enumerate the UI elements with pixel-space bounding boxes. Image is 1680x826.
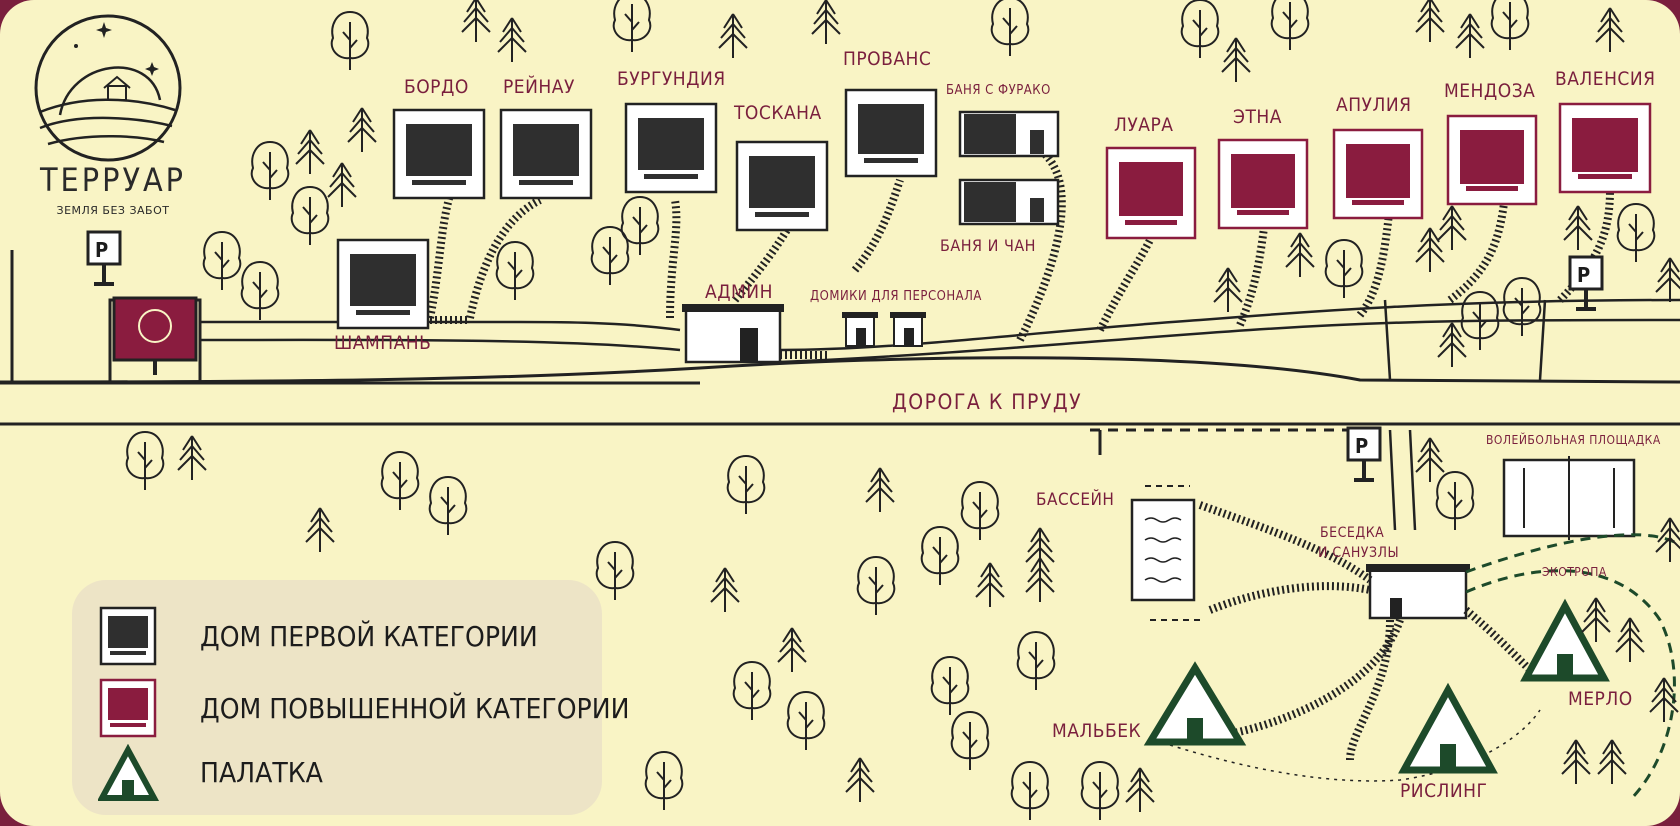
house-label-valensiya[interactable]: ВАЛЕНСИЯ: [1555, 68, 1656, 90]
house-label-apuliya[interactable]: АПУЛИЯ: [1336, 94, 1412, 116]
house-bordo-icon[interactable]: [392, 108, 486, 200]
house-burgundiya-icon[interactable]: [624, 102, 718, 194]
sauna-chan-label[interactable]: БАНЯ И ЧАН: [940, 236, 1036, 255]
house-apuliya-icon[interactable]: [1332, 128, 1424, 220]
first-category-house-icon: [99, 606, 157, 666]
house-label-bordo[interactable]: БОРДО: [404, 76, 469, 98]
pool-label[interactable]: БАССЕЙН: [1036, 490, 1115, 510]
parking-bottom-label: P: [1355, 434, 1369, 458]
house-label-reynau[interactable]: РЕЙНАУ: [503, 76, 575, 98]
logo-subtitle: ЗЕМЛЯ БЕЗ ЗАБОТ: [56, 204, 170, 217]
volleyball-label[interactable]: ВОЛЕЙБОЛЬНАЯ ПЛОЩАДКА: [1486, 433, 1661, 447]
logo-emblem: [34, 14, 182, 162]
premium-category-house-icon: [99, 678, 157, 738]
house-provans-icon[interactable]: [844, 88, 938, 178]
pool-icon[interactable]: [1130, 485, 1200, 621]
sauna-furako-icon[interactable]: [958, 110, 1060, 158]
staff-houses-label[interactable]: ДОМИКИ ДЛЯ ПЕРСОНАЛА: [810, 289, 982, 304]
house-label-mendoza[interactable]: МЕНДОЗА: [1444, 80, 1536, 102]
house-shampan-icon[interactable]: [336, 238, 430, 330]
house-label-shampan[interactable]: ШАМПАНЬ: [334, 332, 432, 354]
house-toskana-icon[interactable]: [735, 140, 829, 232]
house-luara-icon[interactable]: [1105, 146, 1197, 240]
legend: ДОМ ПЕРВОЙ КАТЕГОРИИ ДОМ ПОВЫШЕННОЙ КАТЕ…: [72, 580, 629, 815]
tent-label-merlo[interactable]: МЕРЛО: [1568, 688, 1633, 710]
legend-item-premium-category: ДОМ ПОВЫШЕННОЙ КАТЕГОРИИ: [98, 676, 629, 740]
parking-left-label: P: [95, 238, 109, 262]
tent-merlo-icon[interactable]: [1520, 598, 1610, 682]
house-label-burgundiya[interactable]: БУРГУНДИЯ: [617, 68, 726, 90]
tent-icon: [96, 743, 160, 801]
gazebo-icon[interactable]: [1198, 501, 1533, 761]
staff-houses-icon[interactable]: [842, 312, 926, 347]
legend-tent-label: ПАЛАТКА: [200, 756, 323, 789]
house-mendoza-icon[interactable]: [1446, 114, 1538, 206]
house-etna-icon[interactable]: [1217, 138, 1309, 230]
volleyball-court-icon[interactable]: [1502, 456, 1636, 540]
tent-risling-icon[interactable]: [1398, 682, 1498, 774]
legend-item-tent: ПАЛАТКА: [96, 743, 323, 808]
gazebo-label-line2[interactable]: И САНУЗЛЫ: [1318, 545, 1400, 561]
house-label-etna[interactable]: ЭТНА: [1233, 106, 1282, 128]
entrance-area: [0, 230, 202, 384]
logo-title: ТЕРРУАР: [39, 161, 187, 199]
eco-trail-label[interactable]: ЭКОТРОПА: [1542, 565, 1607, 579]
legend-first-category-label: ДОМ ПЕРВОЙ КАТЕГОРИИ: [200, 620, 538, 653]
sauna-chan-icon[interactable]: [958, 178, 1060, 226]
main-road: [0, 356, 1680, 455]
house-label-provans[interactable]: ПРОВАНС: [843, 48, 932, 70]
logo: ТЕРРУАР ЗЕМЛЯ БЕЗ ЗАБОТ: [18, 6, 208, 217]
sauna-furako-label[interactable]: БАНЯ С ФУРАКО: [946, 83, 1051, 98]
legend-item-first-category: ДОМ ПЕРВОЙ КАТЕГОРИИ: [98, 604, 538, 668]
eco-trail: [1169, 533, 1680, 802]
admin-label[interactable]: АДМИН: [705, 281, 773, 303]
tent-malbek-icon[interactable]: [1143, 661, 1247, 746]
tent-label-risling[interactable]: РИСЛИНГ: [1400, 780, 1488, 802]
road-label: ДОРОГА К ПРУДУ: [892, 390, 1083, 414]
house-valensiya-icon[interactable]: [1558, 102, 1652, 194]
admin-building-icon[interactable]: [682, 304, 784, 364]
gazebo-label-line1[interactable]: БЕСЕДКА: [1320, 525, 1385, 541]
parking-right-label: P: [1577, 263, 1591, 287]
legend-premium-category-label: ДОМ ПОВЫШЕННОЙ КАТЕГОРИИ: [200, 692, 630, 725]
tent-label-malbek[interactable]: МАЛЬБЕК: [1052, 720, 1142, 742]
house-label-luara[interactable]: ЛУАРА: [1114, 114, 1174, 136]
house-reynau-icon[interactable]: [499, 108, 593, 200]
paths: [199, 146, 1680, 531]
house-label-toskana[interactable]: ТОСКАНА: [734, 102, 822, 124]
